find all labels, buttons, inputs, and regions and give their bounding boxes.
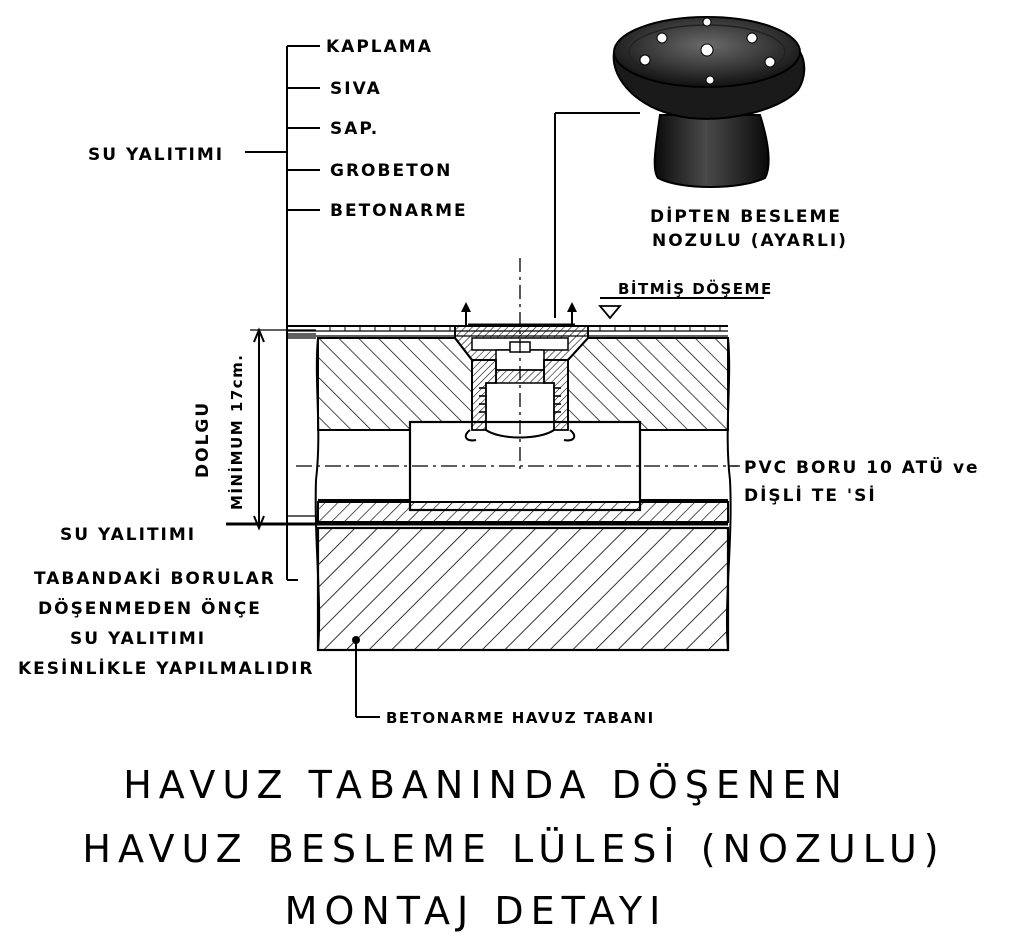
nozzle-label-line-1: DİPTEN BESLEME: [650, 205, 842, 227]
title-line-2: HAVUZ BESLEME LÜLESİ (NOZULU): [82, 827, 945, 871]
nozzle-illustration: [612, 16, 806, 188]
nozzle-hole: [656, 32, 668, 44]
label-su-yalitimi-upper: SU YALITIMI: [88, 145, 224, 165]
nozzle-hole: [705, 75, 715, 85]
warning-note-line-1: TABANDAKİ BORULAR: [34, 567, 276, 589]
fill-layer-right: [567, 337, 729, 431]
nozzle-label-line-2: NOZULU (AYARLI): [652, 231, 848, 251]
dimension-label-dolgu: DOLGU: [193, 401, 213, 478]
leader-lines: [245, 45, 764, 718]
warning-note-line-2: DÖŞENMEDEN ÖNÇE: [38, 597, 262, 619]
dimension-label-minimum: MİNİMUM 17cm.: [227, 354, 246, 511]
pipe-label-line-1: PVC BORU 10 ATÜ ve: [744, 456, 980, 478]
nozzle-section: [454, 258, 589, 470]
label-su-yalitimi-lower: SU YALITIMI: [60, 525, 196, 545]
label-sap: SAP.: [330, 119, 379, 139]
nozzle-hole: [764, 56, 776, 68]
fill-layer-left: [317, 337, 473, 431]
label-betonarme: BETONARME: [330, 201, 468, 221]
nozzle-hole: [746, 32, 758, 44]
lean-concrete-layer: [317, 501, 729, 523]
label-base: BETONARME HAVUZ TABANI: [386, 709, 655, 727]
label-kaplama: KAPLAMA: [326, 37, 433, 57]
section-body: [226, 325, 738, 652]
title-line-3: MONTAJ DETAYI: [285, 889, 668, 933]
pvc-pipe-zone: [296, 420, 738, 512]
labels: KAPLAMA SIVA SAP. GROBETON BETONARME SU …: [18, 37, 980, 727]
drawing-title: HAVUZ TABANINDA DÖŞENEN HAVUZ BESLEME LÜ…: [82, 763, 945, 933]
reinforced-concrete-base: [316, 526, 730, 652]
pipe-label-line-2: DİŞLİ TE 'Sİ: [744, 484, 877, 506]
nozzle-hole: [639, 54, 651, 66]
warning-note-line-3: SU YALITIMI: [70, 629, 206, 649]
warning-note-line-4: KESİNLİKLE YAPILMALIDIR: [18, 657, 315, 679]
nozzle-hole: [702, 17, 712, 27]
label-finished-floor: BİTMİŞ DÖŞEME: [618, 279, 773, 298]
title-line-1: HAVUZ TABANINDA DÖŞENEN: [123, 763, 849, 807]
label-siva: SIVA: [330, 79, 382, 99]
nozzle-hole: [700, 43, 714, 57]
label-grobeton: GROBETON: [330, 161, 452, 181]
